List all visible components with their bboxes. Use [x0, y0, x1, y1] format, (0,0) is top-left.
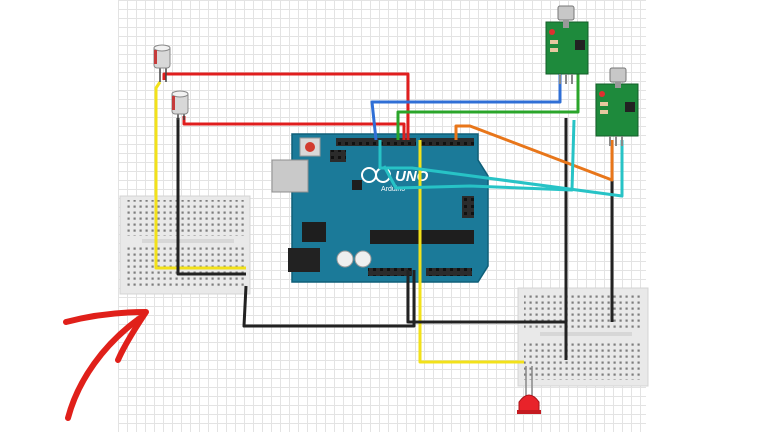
board-brand-label: Arduino — [381, 186, 405, 193]
capacitor-1 — [153, 44, 171, 82]
wire-cyan-1 — [378, 140, 624, 198]
wire-yellow-1 — [154, 81, 246, 270]
led-red — [517, 366, 541, 414]
wire-green — [396, 70, 580, 140]
digital-header-left — [336, 138, 416, 146]
wire-red-1 — [162, 72, 410, 140]
wire-cyan-2 — [382, 119, 576, 192]
digital-header-right — [420, 138, 474, 146]
wire-blue — [370, 70, 562, 141]
breadboard-left — [119, 195, 251, 295]
sensor-module-2 — [595, 67, 639, 146]
breadboard-right — [517, 287, 649, 387]
wire-black-2 — [242, 270, 416, 328]
wire-black-1 — [176, 118, 246, 276]
power-header — [368, 268, 412, 276]
wire-black-3 — [406, 270, 566, 324]
sensor-module-1 — [545, 5, 589, 84]
power-jack — [288, 248, 320, 272]
wires — [154, 70, 624, 364]
microcontroller-chip — [370, 230, 474, 244]
wire-orange — [454, 124, 614, 182]
pointer-arrow — [63, 309, 149, 421]
usb-port — [271, 159, 309, 193]
wire-yellow-2 — [418, 140, 524, 364]
capacitor-2 — [171, 90, 189, 120]
analog-header — [426, 268, 472, 276]
